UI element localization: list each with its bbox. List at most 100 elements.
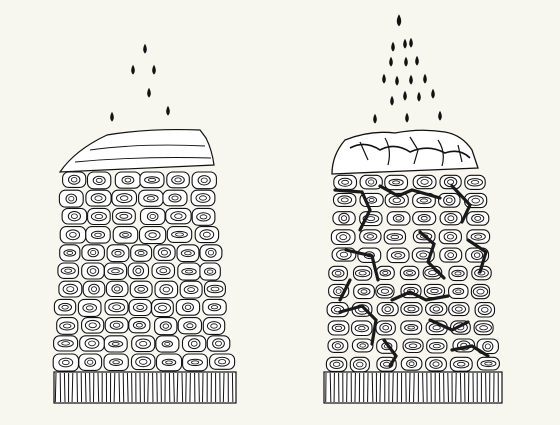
- basement-fiber: [423, 373, 424, 402]
- cell: [328, 321, 349, 335]
- cell: [385, 175, 408, 189]
- cell: [195, 227, 218, 243]
- basement-fiber: [414, 373, 415, 402]
- cell: [354, 266, 372, 280]
- cell: [200, 263, 220, 280]
- cell: [113, 227, 138, 244]
- cell: [112, 190, 137, 206]
- cell: [82, 263, 105, 279]
- cell: [334, 193, 356, 206]
- cell: [129, 299, 151, 315]
- cell: [387, 212, 410, 225]
- cell: [62, 208, 87, 224]
- cell: [128, 263, 148, 279]
- cell: [59, 190, 83, 207]
- cell: [207, 336, 230, 351]
- cell: [387, 248, 409, 263]
- cell: [167, 227, 191, 243]
- cell: [60, 245, 80, 261]
- cell: [203, 299, 226, 315]
- basement-fiber: [119, 373, 120, 402]
- basement-fiber: [223, 373, 224, 402]
- basement-fiber: [380, 373, 381, 402]
- cell: [115, 172, 140, 188]
- basement-fiber: [409, 373, 410, 402]
- cell: [54, 299, 75, 315]
- cell: [178, 263, 200, 280]
- cell: [53, 354, 78, 371]
- cell: [141, 208, 166, 224]
- cell: [177, 245, 199, 262]
- cell: [401, 321, 422, 334]
- basement-fiber: [448, 373, 449, 402]
- cell: [107, 245, 129, 262]
- cell: [200, 245, 222, 261]
- cell: [176, 299, 199, 315]
- cell: [157, 354, 182, 371]
- basement-fiber: [456, 373, 457, 402]
- cell: [449, 284, 468, 298]
- cell: [183, 354, 208, 371]
- cell: [191, 190, 215, 206]
- cell: [155, 318, 177, 335]
- basement-fiber: [123, 373, 124, 402]
- cell: [400, 266, 418, 279]
- basement-membrane-outline: [324, 372, 502, 403]
- cell: [86, 190, 111, 206]
- cell: [86, 227, 110, 244]
- cell: [63, 172, 86, 187]
- cell: [166, 208, 191, 223]
- cell: [140, 172, 164, 188]
- basement-fiber: [148, 373, 149, 402]
- basement-fiber: [85, 373, 86, 402]
- cell: [88, 172, 111, 189]
- cell: [192, 172, 216, 189]
- cell: [132, 354, 156, 370]
- cell: [155, 281, 178, 298]
- basement-fiber: [55, 373, 56, 402]
- basement-fiber: [372, 373, 373, 402]
- cell: [78, 299, 101, 316]
- cell: [104, 336, 127, 352]
- cell: [403, 339, 423, 353]
- cell: [352, 339, 373, 352]
- basement-membrane-left: [54, 372, 236, 403]
- basement-fiber: [199, 373, 200, 402]
- basement-fiber: [182, 373, 183, 402]
- cell: [131, 245, 152, 261]
- cell: [140, 227, 166, 244]
- cell: [132, 336, 155, 352]
- cell: [205, 281, 226, 297]
- cell: [154, 245, 175, 261]
- basement-fiber: [460, 373, 461, 402]
- cell: [106, 281, 128, 296]
- basement-fiber: [393, 373, 394, 402]
- cell: [79, 354, 102, 370]
- cell: [401, 357, 422, 370]
- cell: [354, 284, 375, 298]
- cell: [54, 336, 78, 351]
- cell: [329, 266, 348, 280]
- basement-fiber: [330, 373, 331, 402]
- cell: [59, 281, 82, 297]
- cell: [60, 227, 85, 243]
- cell: [334, 175, 357, 189]
- cell: [210, 354, 235, 369]
- basement-membrane-right: [324, 372, 502, 403]
- cell: [83, 281, 105, 297]
- cell: [139, 190, 164, 206]
- cell: [156, 336, 179, 352]
- cell: [203, 318, 224, 335]
- cell: [183, 336, 206, 352]
- basement-fiber: [114, 373, 115, 402]
- cell: [167, 172, 190, 188]
- cell: [474, 321, 493, 335]
- cell: [180, 281, 202, 298]
- cell: [413, 212, 436, 225]
- cell: [360, 230, 381, 243]
- cell: [104, 354, 128, 371]
- cell: [130, 281, 152, 297]
- cell: [82, 245, 105, 260]
